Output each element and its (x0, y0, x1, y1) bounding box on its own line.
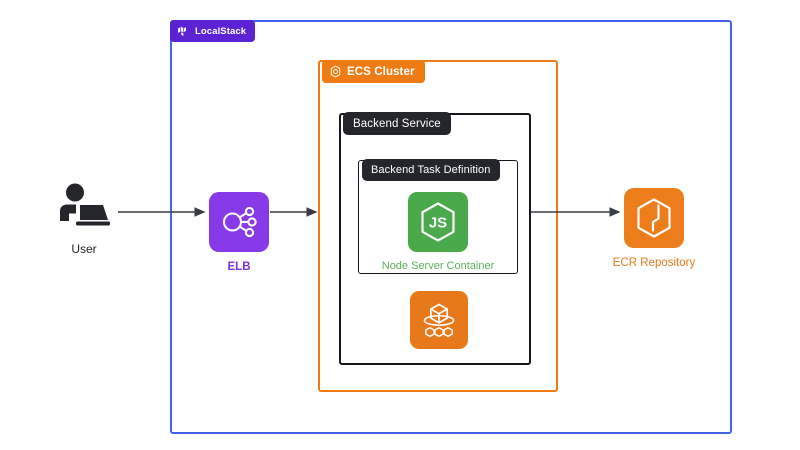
localstack-badge-label: LocalStack (195, 25, 247, 37)
ecs-cluster-badge-label: ECS Cluster (347, 65, 415, 78)
node-user: User (42, 182, 126, 256)
user-icon-tile (55, 182, 113, 230)
node-node-server-container: JS Node Server Container (382, 192, 494, 272)
backend-service-badge: Backend Service (343, 112, 451, 135)
node-ecs-task (410, 291, 468, 349)
node-ecr-repository-label: ECR Repository (612, 257, 696, 269)
connector-elb-to-ecs-cluster (270, 207, 318, 217)
ecr-box-icon (637, 198, 671, 238)
localstack-badge: LocalStack (170, 20, 256, 42)
backend-service-badge-label: Backend Service (353, 117, 441, 130)
node-node-server-container-label: Node Server Container (381, 260, 495, 272)
node-elb: ELB (209, 192, 269, 273)
ecs-task-cubes-icon (423, 303, 455, 338)
localstack-boundary (170, 20, 732, 434)
localstack-logo-icon (177, 25, 190, 38)
node-user-label: User (71, 242, 97, 256)
node-elb-label: ELB (227, 261, 251, 273)
nodejs-icon: JS (421, 202, 455, 242)
ecs-cluster-icon (329, 65, 342, 78)
ecs-cluster-badge: ECS Cluster (322, 60, 425, 83)
elb-icon-tile (209, 192, 269, 252)
connector-backend-service-to-ecr (531, 207, 621, 217)
node-ecr-repository: ECR Repository (613, 188, 695, 269)
backend-task-definition-badge: Backend Task Definition (362, 159, 500, 181)
ecs-cluster-boundary (318, 60, 558, 392)
load-balancer-icon (222, 206, 257, 238)
nodejs-icon-tile: JS (408, 192, 468, 252)
backend-task-definition-badge-label: Backend Task Definition (371, 164, 491, 176)
user-at-laptop-icon (60, 183, 110, 226)
connector-user-to-elb (118, 207, 206, 217)
ecs-task-icon-tile (410, 291, 468, 349)
svg-text:JS: JS (429, 215, 447, 232)
ecr-icon-tile (624, 188, 684, 248)
